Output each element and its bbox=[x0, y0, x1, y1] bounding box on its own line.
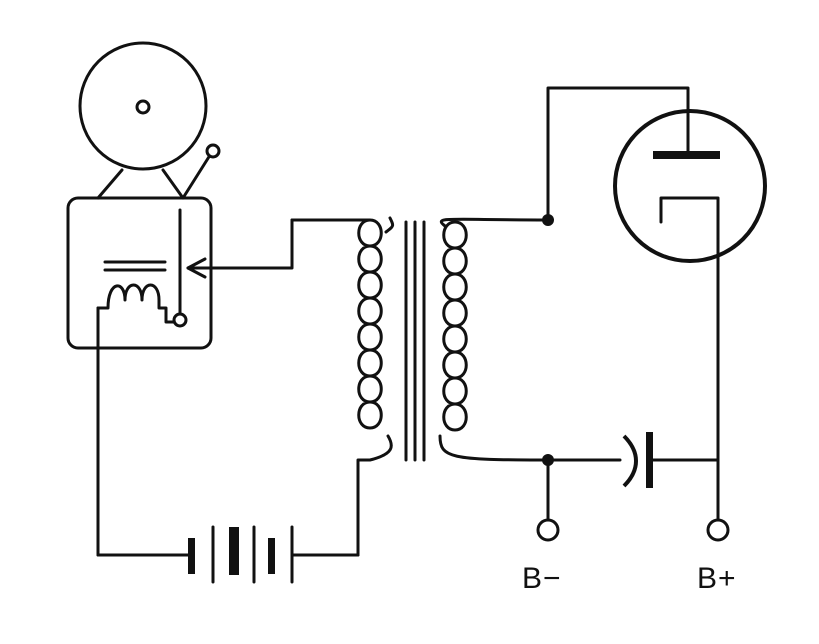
battery bbox=[96, 525, 360, 584]
electric-bell bbox=[66, 41, 221, 557]
tube-plate bbox=[653, 151, 720, 159]
bell-mount bbox=[96, 168, 185, 200]
bell-core bbox=[103, 260, 167, 272]
signal-arrow bbox=[186, 218, 294, 279]
bell-gong-center bbox=[135, 99, 151, 115]
bell-gong bbox=[78, 41, 208, 171]
output-circuit bbox=[536, 214, 730, 542]
bell-hammer-tip bbox=[205, 143, 221, 159]
terminal-b-plus bbox=[706, 518, 730, 542]
battery-cell-1 bbox=[188, 538, 195, 574]
junction-top bbox=[542, 214, 554, 226]
plate-lead bbox=[546, 86, 690, 222]
label-b-plus: B+ bbox=[697, 562, 737, 595]
primary-winding bbox=[290, 218, 383, 430]
bell-magnet-coil bbox=[96, 283, 176, 324]
battery-cell-2 bbox=[229, 527, 239, 575]
label-b-minus: B− bbox=[522, 562, 562, 595]
battery-cell-3 bbox=[268, 538, 275, 574]
secondary-winding bbox=[442, 220, 468, 432]
transformer-core bbox=[404, 220, 426, 462]
vacuum-tube bbox=[546, 86, 767, 263]
terminal-b-minus bbox=[536, 518, 560, 542]
bell-hammer-arm bbox=[181, 150, 214, 200]
tube-envelope bbox=[613, 109, 767, 263]
capacitor-curved-plate bbox=[622, 434, 638, 488]
bell-base-box bbox=[66, 196, 213, 350]
capacitor-flat-plate bbox=[646, 432, 653, 488]
bell-contact-point bbox=[172, 312, 188, 328]
transformer bbox=[290, 216, 550, 557]
tube-cathode bbox=[659, 196, 720, 242]
